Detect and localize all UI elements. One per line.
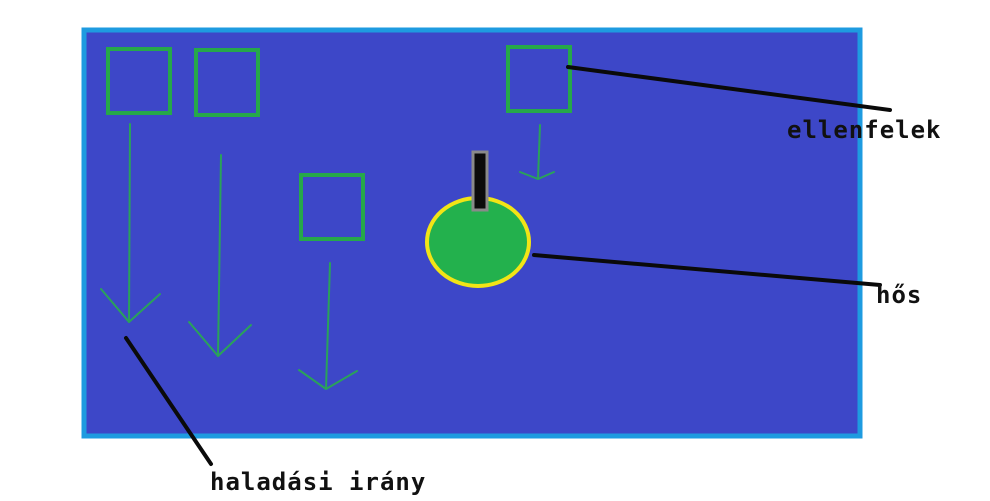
leader-line-enemies: [566, 65, 892, 112]
hero: [425, 150, 531, 288]
arrow-down-icon: [100, 123, 161, 323]
enemy-square-icon: [194, 48, 260, 117]
label-enemies: ellenfelek: [787, 116, 942, 144]
leader-line-direction: [124, 336, 213, 466]
label-direction: haladási irány: [210, 468, 427, 496]
arrow-down-icon: [519, 124, 555, 180]
label-hero: hős: [876, 281, 923, 309]
arrow-down-icon: [188, 154, 252, 357]
arrow-down-icon: [298, 262, 358, 390]
movement-arrows: [100, 123, 555, 390]
enemies: [106, 45, 572, 241]
leader-line-hero: [532, 253, 882, 287]
enemy-square-icon: [506, 45, 572, 113]
enemy-square-icon: [106, 47, 172, 115]
enemy-square-icon: [299, 173, 365, 241]
hero-barrel-icon: [471, 150, 489, 212]
leader-lines: [124, 65, 892, 466]
